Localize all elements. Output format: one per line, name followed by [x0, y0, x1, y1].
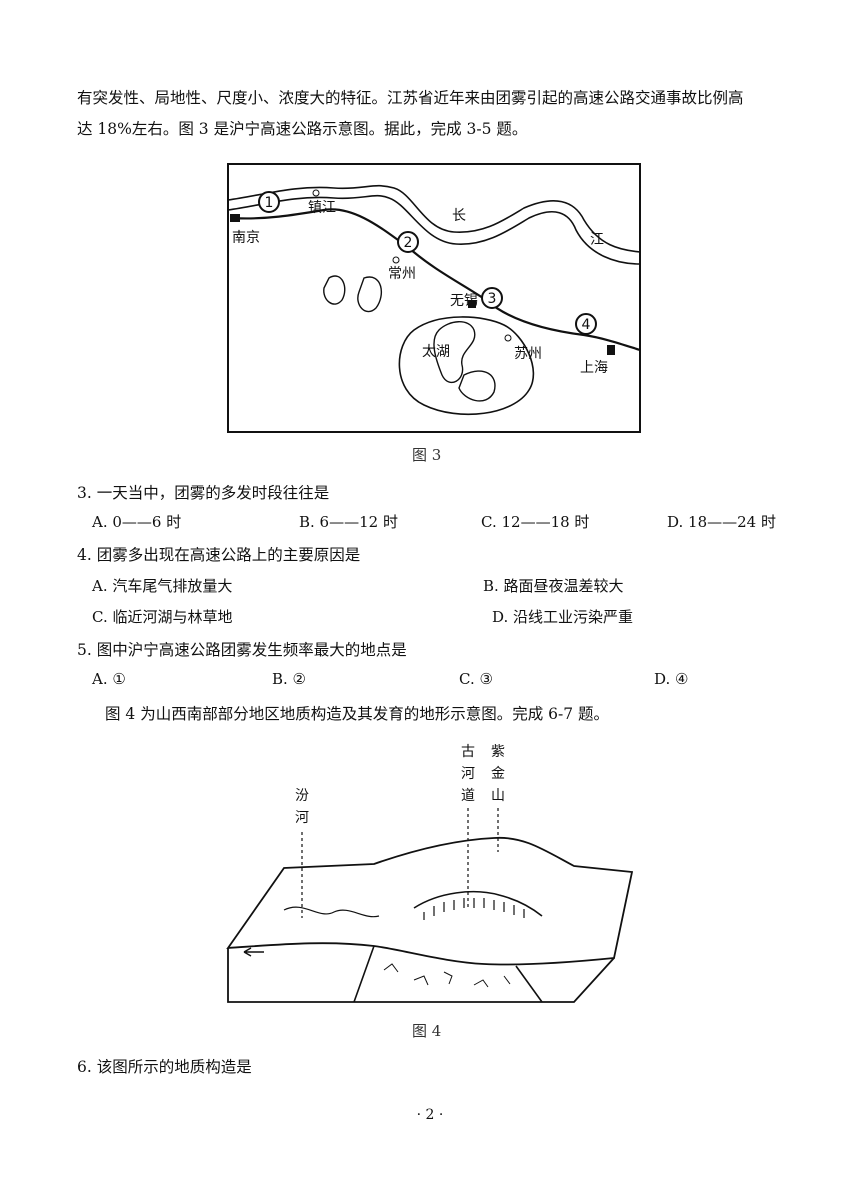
suzhou-marker — [504, 334, 512, 342]
wuxi-label: 无锡 — [450, 293, 478, 309]
q4-option-c: C. 临近河湖与林草地 — [92, 608, 233, 626]
fenhe-river — [283, 906, 380, 918]
yangtze-river-bank-south — [227, 194, 641, 265]
point-3-marker: 3 — [481, 287, 503, 309]
guhedao-label: 古 河 道 — [461, 744, 475, 804]
q4-option-d: D. 沿线工业污染严重 — [492, 608, 634, 626]
q5-option-a: A. ① — [92, 670, 126, 688]
q4-option-b: B. 路面昼夜温差较大 — [483, 577, 624, 595]
point-2-marker: 2 — [397, 231, 419, 253]
rock-texture — [383, 963, 511, 988]
small-lake-2 — [357, 276, 383, 313]
zhenjiang-marker — [312, 189, 320, 197]
anticline-crest — [413, 890, 543, 917]
taihu-island — [433, 321, 476, 384]
yangtze-river-bank-north — [227, 184, 641, 253]
zijinshan-label: 紫 金 山 — [491, 744, 505, 804]
flow-arrow — [243, 947, 264, 957]
block-front-face — [227, 948, 615, 1003]
page-number: · 2 · — [416, 1107, 444, 1123]
q3-option-a: A. 0——6 时 — [92, 513, 182, 531]
map-caption: 图 3 — [412, 446, 442, 464]
geo-caption: 图 4 — [412, 1022, 442, 1040]
svg-text:汾: 汾 — [295, 788, 309, 804]
expressway-map: 1 2 3 4 南京 镇江 常州 无锡 苏州 上海 太湖 长 江 — [227, 163, 641, 433]
svg-text:山: 山 — [491, 788, 505, 804]
svg-text:金: 金 — [491, 766, 505, 782]
q3-option-c: C. 12——18 时 — [481, 513, 590, 531]
svg-text:3: 3 — [488, 291, 497, 307]
shanghai-label: 上海 — [580, 360, 608, 376]
q4-stem: 4. 团雾多出现在高速公路上的主要原因是 — [77, 546, 361, 564]
changzhou-label: 常州 — [388, 266, 416, 282]
small-lake-1 — [323, 275, 346, 305]
river-label-jiang: 江 — [590, 232, 604, 248]
intro-line-1: 有突发性、局地性、尺度小、浓度大的特征。江苏省近年来由团雾引起的高速公路交通事故… — [77, 89, 744, 107]
map-frame — [227, 163, 641, 433]
svg-text:紫: 紫 — [491, 744, 505, 760]
fault-right — [515, 965, 543, 1003]
block-top-surface — [226, 836, 634, 966]
q5-stem: 5. 图中沪宁高速公路团雾发生频率最大的地点是 — [77, 641, 407, 659]
q3-option-b: B. 6——12 时 — [299, 513, 398, 531]
geology-block-diagram: 汾 河 古 河 道 紫 金 山 — [226, 744, 634, 1003]
intro-line-2: 达 18%左右。图 3 是沪宁高速公路示意图。据此，完成 3-5 题。 — [77, 120, 528, 138]
svg-text:4: 4 — [582, 317, 591, 333]
river-label-chang: 长 — [452, 208, 466, 224]
svg-text:古: 古 — [461, 744, 475, 760]
svg-text:2: 2 — [404, 235, 413, 251]
q5-option-c: C. ③ — [459, 670, 493, 688]
svg-text:河: 河 — [461, 766, 475, 782]
fig4-intro: 图 4 为山西南部部分地区地质构造及其发育的地形示意图。完成 6-7 题。 — [105, 705, 610, 723]
q3-option-d: D. 18——24 时 — [667, 513, 776, 531]
changzhou-marker — [392, 256, 400, 264]
fenhe-label: 汾 河 — [295, 788, 309, 826]
taihu-island-2 — [458, 370, 496, 402]
nanjing-label: 南京 — [232, 230, 260, 246]
point-4-marker: 4 — [575, 313, 597, 335]
taihu-lake-outline — [398, 316, 535, 416]
q4-option-a: A. 汽车尾气排放量大 — [92, 577, 233, 595]
svg-text:河: 河 — [295, 810, 309, 826]
zhenjiang-label: 镇江 — [308, 200, 336, 216]
point-1-marker: 1 — [258, 191, 280, 213]
shanghai-marker — [607, 345, 615, 355]
suzhou-label: 苏州 — [514, 346, 542, 362]
q6-stem: 6. 该图所示的地质构造是 — [77, 1058, 252, 1076]
q3-stem: 3. 一天当中，团雾的多发时段往往是 — [77, 484, 330, 502]
fault-left — [353, 945, 375, 1003]
nanjing-marker — [230, 214, 240, 222]
svg-text:道: 道 — [461, 788, 475, 804]
crest-hatching — [423, 898, 525, 920]
q5-option-b: B. ② — [272, 670, 307, 688]
expressway-line — [231, 208, 641, 352]
taihu-label: 太湖 — [422, 344, 450, 360]
svg-text:1: 1 — [265, 195, 274, 211]
wuxi-marker — [468, 300, 476, 308]
q5-option-d: D. ④ — [654, 670, 689, 688]
